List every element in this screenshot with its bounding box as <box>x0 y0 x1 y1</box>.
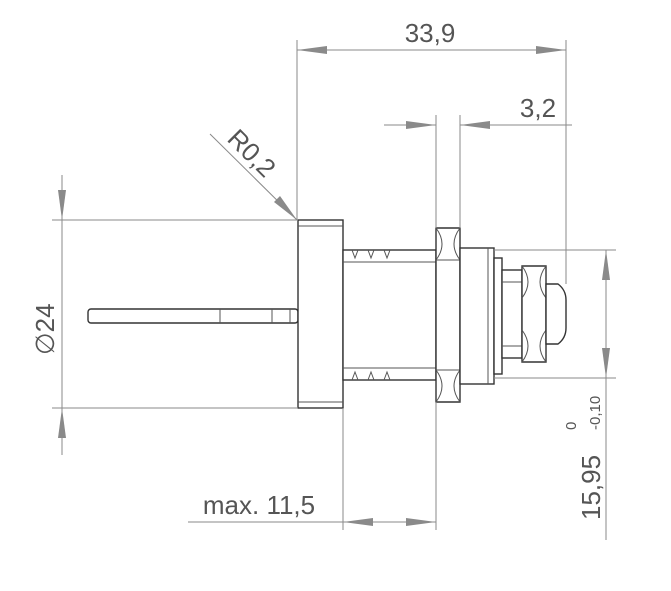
part-body <box>87 219 567 409</box>
corner-radius-label: R0,2 <box>222 123 282 183</box>
max-length-label: max. 11,5 <box>203 490 315 520</box>
tolerance-upper: 0 <box>563 422 580 430</box>
diameter-symbol: ∅ <box>30 332 60 355</box>
dimension-nut-thickness: 3,2 <box>384 93 572 228</box>
overall-length-label: 33,9 <box>405 18 456 48</box>
dimension-overall-length: 33,9 <box>296 18 567 284</box>
svg-text:∅24: ∅24 <box>30 303 60 355</box>
tolerance-lower: -0,10 <box>587 396 604 430</box>
flange-diameter-label: 24 <box>30 303 60 332</box>
threaded-body <box>342 249 437 381</box>
dimension-hole-diameter: 15,95 0 -0,10 <box>494 249 616 540</box>
dimension-max-length: max. 11,5 <box>188 402 437 530</box>
hole-diameter-label: 15,95 <box>576 455 606 520</box>
dimension-corner-radius: R0,2 <box>209 123 298 221</box>
flange-head <box>297 219 344 409</box>
end-cap <box>545 283 567 345</box>
nut-thickness-label: 3,2 <box>520 93 556 123</box>
pin-rod <box>87 308 299 324</box>
inner-sleeve <box>501 269 523 359</box>
dimension-flange-diameter: ∅24 <box>30 175 298 455</box>
small-hex <box>521 265 547 363</box>
washer <box>459 247 495 385</box>
